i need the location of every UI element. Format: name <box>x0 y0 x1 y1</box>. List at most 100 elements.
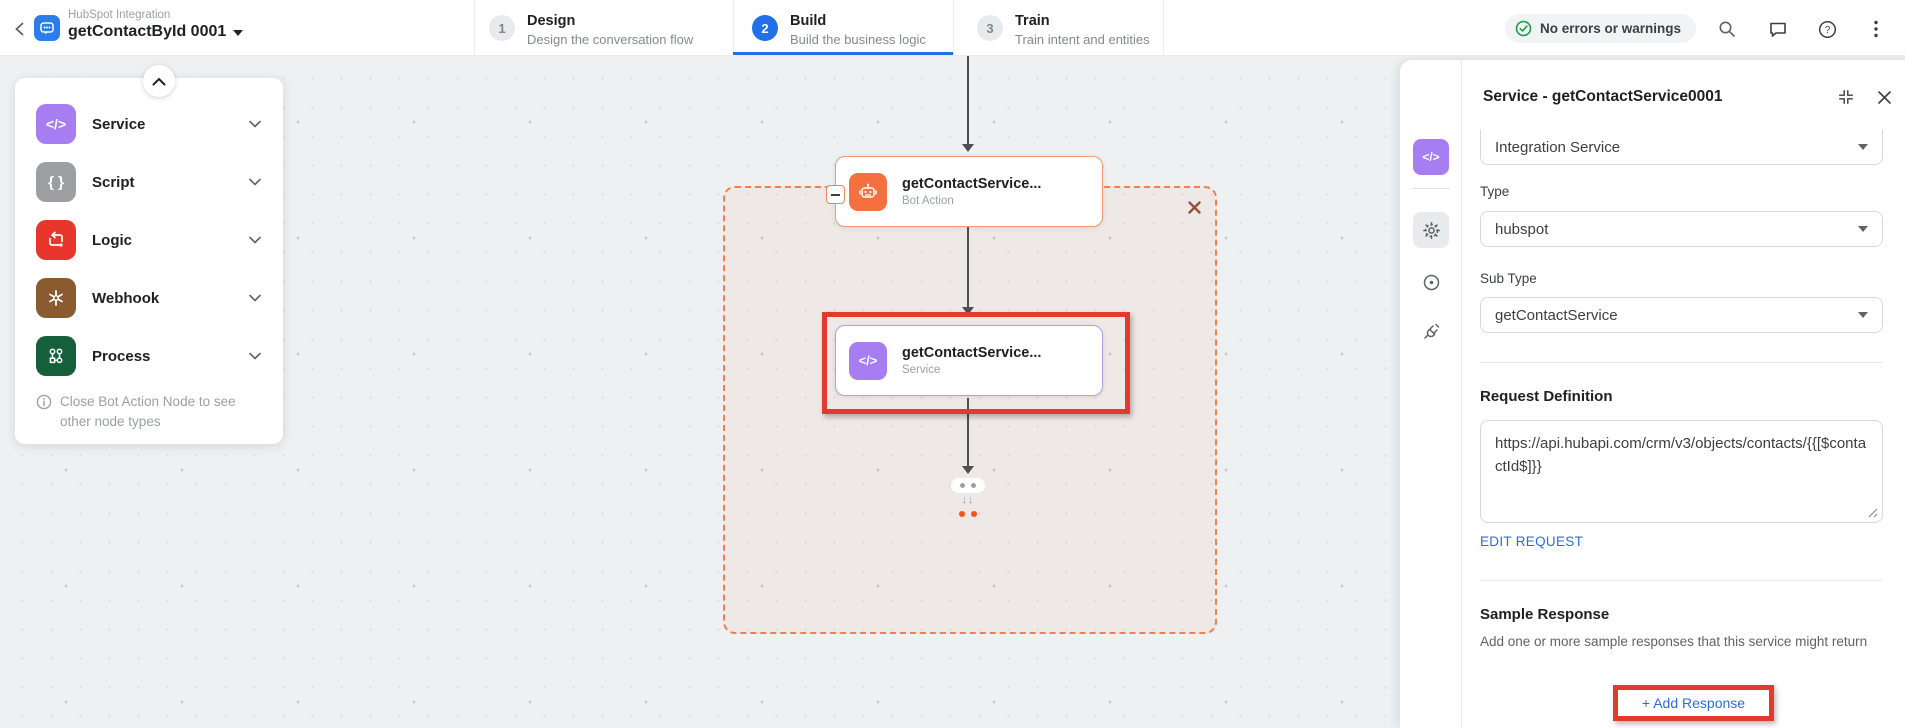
close-icon <box>1877 90 1891 104</box>
top-bar: HubSpot Integration getContactById 0001 … <box>0 0 1905 56</box>
collapse-icon <box>1838 89 1854 105</box>
process-icon <box>36 336 76 376</box>
service-icon: </> <box>849 341 887 380</box>
tab-separator <box>953 0 954 55</box>
panel-content: Service - getContactService0001 Integrat… <box>1463 60 1905 728</box>
search-icon <box>1719 21 1735 37</box>
palette-collapse-button[interactable] <box>143 65 175 97</box>
kebab-menu-icon <box>1874 20 1878 38</box>
connector-line <box>967 56 969 144</box>
tab-separator <box>474 0 475 55</box>
gear-icon <box>1422 221 1440 239</box>
chevron-down-icon <box>249 120 261 128</box>
chevron-down-icon <box>1858 312 1868 318</box>
tab-separator <box>733 0 734 55</box>
type-label: Type <box>1480 184 1510 199</box>
step-desc: Design the conversation flow <box>527 32 694 47</box>
tab-train[interactable]: 3 Train Train intent and entities <box>977 13 1150 47</box>
panel-collapse-button[interactable] <box>1835 86 1857 108</box>
bot-action-icon <box>849 172 887 211</box>
rail-instance-button[interactable] <box>1413 264 1449 300</box>
connector-arrow <box>962 144 974 152</box>
circle-dot-icon <box>1423 274 1439 290</box>
comment-icon <box>1770 22 1786 37</box>
integration-service-value: Integration Service <box>1495 138 1621 156</box>
step-label: Train <box>1015 13 1050 29</box>
palette-item-label: Logic <box>92 231 132 249</box>
palette-item-script[interactable]: { } Script <box>15 158 283 206</box>
edit-request-link[interactable]: EDIT REQUEST <box>1480 534 1584 549</box>
chevron-left-icon <box>15 22 24 36</box>
step-desc: Build the business logic <box>790 32 926 47</box>
connector-arrow <box>962 466 974 474</box>
caret-down-icon <box>233 30 244 36</box>
add-response-button[interactable]: + Add Response <box>1641 695 1746 711</box>
close-bot-action-button[interactable] <box>1182 195 1206 219</box>
chevron-down-icon <box>249 236 261 244</box>
question-circle-icon: ? <box>1818 20 1836 38</box>
app-subtitle: HubSpot Integration <box>68 9 171 21</box>
comments-button[interactable] <box>1767 18 1789 40</box>
service-icon: </> <box>36 104 76 144</box>
request-definition-box: https://api.hubapi.com/crm/v3/objects/co… <box>1480 420 1883 523</box>
palette-item-webhook[interactable]: Webhook <box>15 274 283 322</box>
back-button[interactable] <box>8 17 32 41</box>
more-options-button[interactable] <box>1865 18 1887 40</box>
step-number: 3 <box>977 15 1003 41</box>
palette-item-label: Process <box>92 347 151 365</box>
sample-response-label: Sample Response <box>1480 606 1610 623</box>
node-palette: </> Service { } Script Logic Webhook Pro… <box>15 65 283 444</box>
rail-component-button[interactable]: </> <box>1413 139 1449 175</box>
section-divider <box>1480 580 1883 581</box>
type-value: hubspot <box>1495 220 1549 238</box>
search-button[interactable] <box>1716 18 1738 40</box>
connector-arrow <box>962 307 974 315</box>
drop-target-dots <box>951 511 985 517</box>
resize-handle-icon[interactable] <box>1866 506 1878 518</box>
palette-note-text: Close Bot Action Node to see other node … <box>60 394 236 429</box>
rail-settings-button[interactable] <box>1413 212 1449 248</box>
bot-app-icon <box>34 15 60 41</box>
subtype-select[interactable]: getContactService <box>1480 297 1883 333</box>
panel-close-button[interactable] <box>1873 86 1895 108</box>
subtype-value: getContactService <box>1495 306 1618 324</box>
logic-icon <box>36 220 76 260</box>
minus-icon <box>831 193 840 196</box>
palette-item-label: Webhook <box>92 289 160 307</box>
tab-separator <box>1163 0 1164 55</box>
add-response-annotation: + Add Response <box>1613 685 1774 721</box>
chevron-down-icon <box>249 294 261 302</box>
type-select[interactable]: hubspot <box>1480 211 1883 247</box>
panel-rail: </> <box>1400 60 1462 728</box>
app-title-dropdown[interactable]: getContactById 0001 <box>68 23 244 41</box>
palette-item-label: Script <box>92 173 135 191</box>
request-definition-input[interactable]: https://api.hubapi.com/crm/v3/objects/co… <box>1481 421 1882 522</box>
webhook-icon <box>36 278 76 318</box>
chevron-down-icon <box>1858 226 1868 232</box>
integration-service-select[interactable]: Integration Service <box>1480 130 1883 165</box>
status-badge[interactable]: No errors or warnings <box>1505 14 1697 43</box>
service-properties-panel: </> Service - getContactService0001 Inte… <box>1400 60 1905 728</box>
rail-connections-button[interactable] <box>1413 313 1449 349</box>
collapse-node-button[interactable] <box>826 185 845 204</box>
palette-item-process[interactable]: Process <box>15 332 283 380</box>
node-service[interactable]: </> getContactService... Service <box>835 325 1103 396</box>
sample-response-desc: Add one or more sample responses that th… <box>1480 634 1868 649</box>
help-button[interactable]: ? <box>1816 18 1838 40</box>
node-subtitle: Bot Action <box>902 195 954 207</box>
node-bot-action[interactable]: getContactService... Bot Action <box>835 156 1103 227</box>
drop-target-indicator[interactable] <box>951 478 985 493</box>
chevron-down-icon <box>249 352 261 360</box>
palette-note: Close Bot Action Node to see other node … <box>36 392 262 432</box>
palette-item-logic[interactable]: Logic <box>15 216 283 264</box>
drop-target-arrows: ↓↓ <box>961 494 975 506</box>
svg-text:?: ? <box>1824 25 1830 36</box>
chevron-down-icon <box>1858 144 1868 150</box>
step-label: Build <box>790 13 827 29</box>
script-icon: { } <box>36 162 76 202</box>
tab-design[interactable]: 1 Design Design the conversation flow <box>489 13 693 47</box>
tab-build[interactable]: 2 Build Build the business logic <box>752 13 926 47</box>
chevron-up-icon <box>152 77 166 85</box>
palette-item-service[interactable]: </> Service <box>15 100 283 148</box>
app-title: getContactById 0001 <box>68 23 227 40</box>
